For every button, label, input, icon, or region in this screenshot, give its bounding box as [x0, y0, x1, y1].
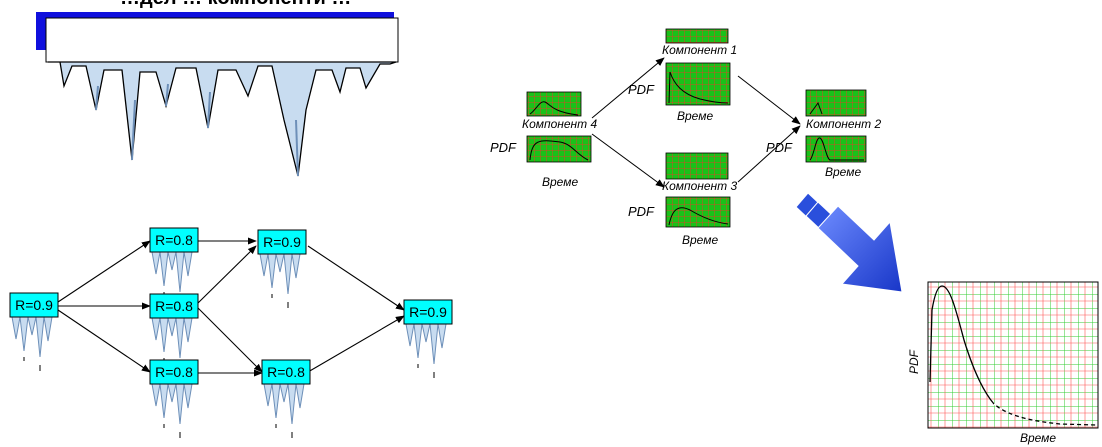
component-2-pdf-label: PDF [766, 140, 793, 155]
component-2-label: Компонент 2 [806, 117, 881, 131]
reliability-node: R=0.9 [257, 229, 307, 308]
result-xlabel: Време [1020, 431, 1056, 445]
component-3-time-label: Време [682, 233, 718, 247]
component-3-label: Компонент 3 [662, 179, 737, 193]
node-icicles [259, 253, 301, 295]
reliability-node: R=0.9 [403, 299, 453, 378]
node-icicles [11, 316, 53, 358]
reliability-node-label: R=0.9 [15, 297, 53, 313]
reliability-node-box [149, 293, 199, 319]
component-2-time-label: Време [825, 165, 861, 179]
reliability-node-label: R=0.8 [267, 364, 305, 380]
result-pdf-chart: PDF Време [907, 281, 1099, 445]
component-3-pdf-label: PDF [628, 204, 655, 219]
banner-box [45, 17, 399, 63]
icicle-banner [36, 12, 399, 177]
node-icicles [151, 251, 193, 293]
component-4-pdf-graph [526, 135, 592, 163]
component-3-graph-top [665, 152, 729, 180]
reliability-node-label: R=0.9 [263, 234, 301, 250]
reliability-node: R=0.8 [149, 359, 199, 438]
blue-arrow [795, 192, 903, 293]
component-1: Компонент 1 PDF Време [628, 28, 737, 123]
component-4-time-label: Време [542, 175, 578, 189]
reliability-node-box [149, 227, 199, 253]
result-ylabel: PDF [907, 349, 921, 374]
result-chart-grid [927, 281, 1099, 429]
reliability-node-label: R=0.8 [155, 232, 193, 248]
component-3: Компонент 3 PDF Време [628, 152, 737, 247]
top-text: …дел … компоненти … [120, 0, 351, 9]
node-icicles [151, 383, 193, 425]
reliability-node-box [149, 359, 199, 385]
component-4-graph-top [526, 91, 582, 117]
node-icicles [263, 383, 305, 425]
component-1-graph-top [665, 28, 729, 44]
component-2-pdf-graph [805, 135, 867, 163]
component-2-graph-top [805, 89, 867, 117]
component-2: Компонент 2 PDF Време [766, 89, 881, 179]
component-1-label: Компонент 1 [662, 43, 737, 57]
reliability-node-box [9, 292, 59, 318]
component-4-label: Компонент 4 [522, 117, 597, 131]
node-icicles [405, 323, 447, 365]
component-1-pdf-label: PDF [628, 82, 655, 97]
component-4-pdf-label: PDF [490, 140, 517, 155]
icicles [48, 61, 397, 177]
reliability-node-label: R=0.8 [155, 298, 193, 314]
reliability-node: R=0.9 [9, 292, 59, 371]
reliability-node: R=0.8 [261, 359, 311, 438]
reliability-node-box [257, 229, 307, 255]
reliability-node-box [261, 359, 311, 385]
pdf-network-arrows [591, 57, 801, 188]
node-icicles [151, 317, 193, 359]
reliability-network [57, 237, 405, 377]
reliability-node-label: R=0.9 [409, 304, 447, 320]
component-4: Компонент 4 PDF Време [490, 91, 597, 189]
component-1-time-label: Време [677, 109, 713, 123]
reliability-node-box [403, 299, 453, 325]
reliability-node-label: R=0.8 [155, 364, 193, 380]
